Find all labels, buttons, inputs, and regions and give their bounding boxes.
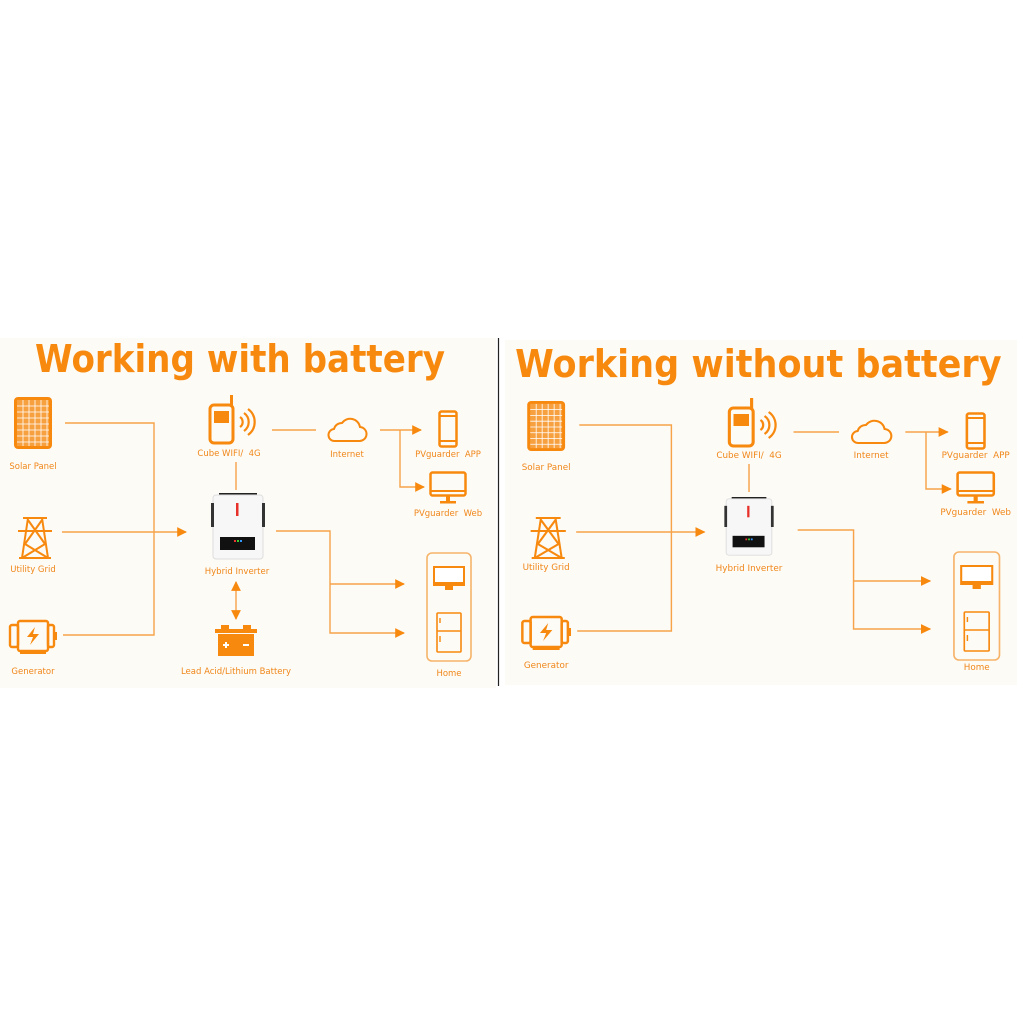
hybrid-inverter-image (210, 493, 266, 560)
solar-panel-icon (526, 400, 566, 452)
utility-grid-label: Utility Grid (523, 563, 570, 573)
app-label: PVguarder APP (415, 450, 481, 460)
solar-panel-icon (13, 396, 53, 450)
web-label: PVguarder Web (940, 508, 1011, 518)
solar-panel-label: Solar Panel (522, 463, 571, 473)
internet-label: Internet (330, 450, 364, 460)
solar-generator-connector (63, 422, 155, 636)
solar-generator-connector (577, 424, 673, 632)
home-label: Home (964, 663, 990, 673)
wifi-label: Cube WIFI/ 4G (716, 451, 781, 461)
inverter-label: Hybrid Inverter (205, 567, 270, 577)
wifi-label: Cube WIFI/ 4G (197, 449, 260, 459)
generator-label: Generator (524, 661, 569, 671)
internet-label: Internet (854, 451, 890, 461)
hybrid-inverter-image (723, 497, 775, 556)
solar-panel-label: Solar Panel (9, 462, 56, 472)
home-arrow-lower (276, 530, 405, 638)
web-arrow (925, 432, 952, 494)
generator-label: Generator (11, 667, 55, 677)
panel-title: Working with battery (35, 337, 445, 381)
panel-with-battery: Working with battery Solar Panel Utility… (0, 337, 496, 688)
utility-grid-label: Utility Grid (10, 565, 56, 575)
home-label: Home (436, 669, 461, 679)
panel-without-battery: Working without battery Solar Panel Util… (515, 343, 1011, 673)
web-label: PVguarder Web (414, 509, 482, 519)
battery-label: Lead Acid/Lithium Battery (181, 667, 291, 677)
home-arrow-lower (797, 529, 932, 634)
inverter-label: Hybrid Inverter (716, 564, 783, 574)
battery-icon (214, 625, 258, 657)
web-arrow (399, 430, 425, 492)
app-label: PVguarder APP (942, 451, 1010, 461)
panel-title: Working without battery (515, 343, 1001, 387)
